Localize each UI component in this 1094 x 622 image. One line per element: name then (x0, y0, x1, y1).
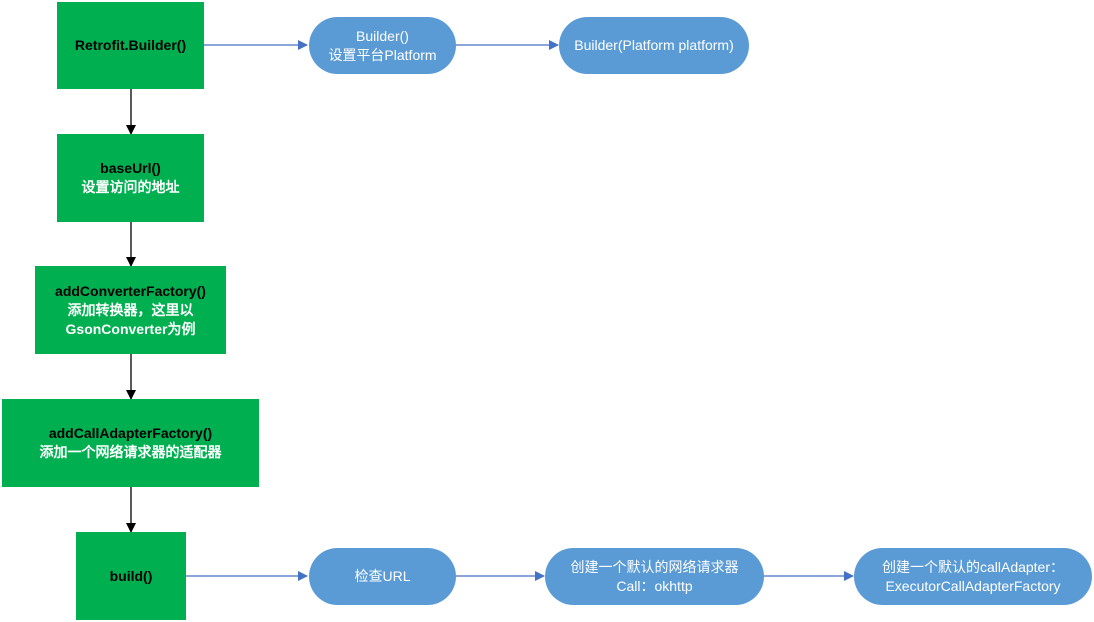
node-line: Builder(Platform platform) (574, 37, 734, 53)
node-description: GsonConverter为例 (65, 320, 196, 337)
node-title: baseUrl() (100, 160, 161, 176)
node-description: 设置访问的地址 (81, 179, 180, 195)
node-base-url: baseUrl() 设置访问的地址 (57, 134, 204, 222)
node-line: 创建一个默认的网络请求器 (570, 558, 739, 575)
node-line: 创建一个默认的callAdapter： (881, 558, 1065, 575)
node-builder-platform: Builder() 设置平台Platform (309, 17, 456, 74)
node-default-call-adapter: 创建一个默认的callAdapter： ExecutorCallAdapterF… (854, 548, 1092, 605)
node-add-converter-factory: addConverterFactory() 添加转换器，这里以 GsonConv… (35, 266, 226, 354)
node-line: ExecutorCallAdapterFactory (885, 577, 1061, 594)
node-title: addCallAdapterFactory() (48, 425, 213, 441)
node-description: 添加一个网络请求器的适配器 (39, 444, 222, 460)
node-title: addConverterFactory() (55, 282, 206, 299)
node-title: Retrofit.Builder() (74, 37, 187, 53)
node-line: Call：okhttp (616, 577, 693, 594)
node-retrofit-builder: Retrofit.Builder() (57, 2, 204, 89)
node-description: 添加转换器，这里以 (67, 301, 194, 318)
node-add-call-adapter-factory: addCallAdapterFactory() 添加一个网络请求器的适配器 (2, 399, 259, 487)
node-check-url: 检查URL (309, 548, 456, 605)
node-line: 检查URL (354, 568, 411, 584)
node-line: Builder() (356, 27, 409, 44)
node-line: 设置平台Platform (328, 46, 437, 63)
node-default-call: 创建一个默认的网络请求器 Call：okhttp (545, 548, 764, 605)
node-build: build() (76, 532, 186, 620)
node-builder-platform-ctor: Builder(Platform platform) (559, 17, 749, 74)
node-title: build() (109, 567, 153, 584)
